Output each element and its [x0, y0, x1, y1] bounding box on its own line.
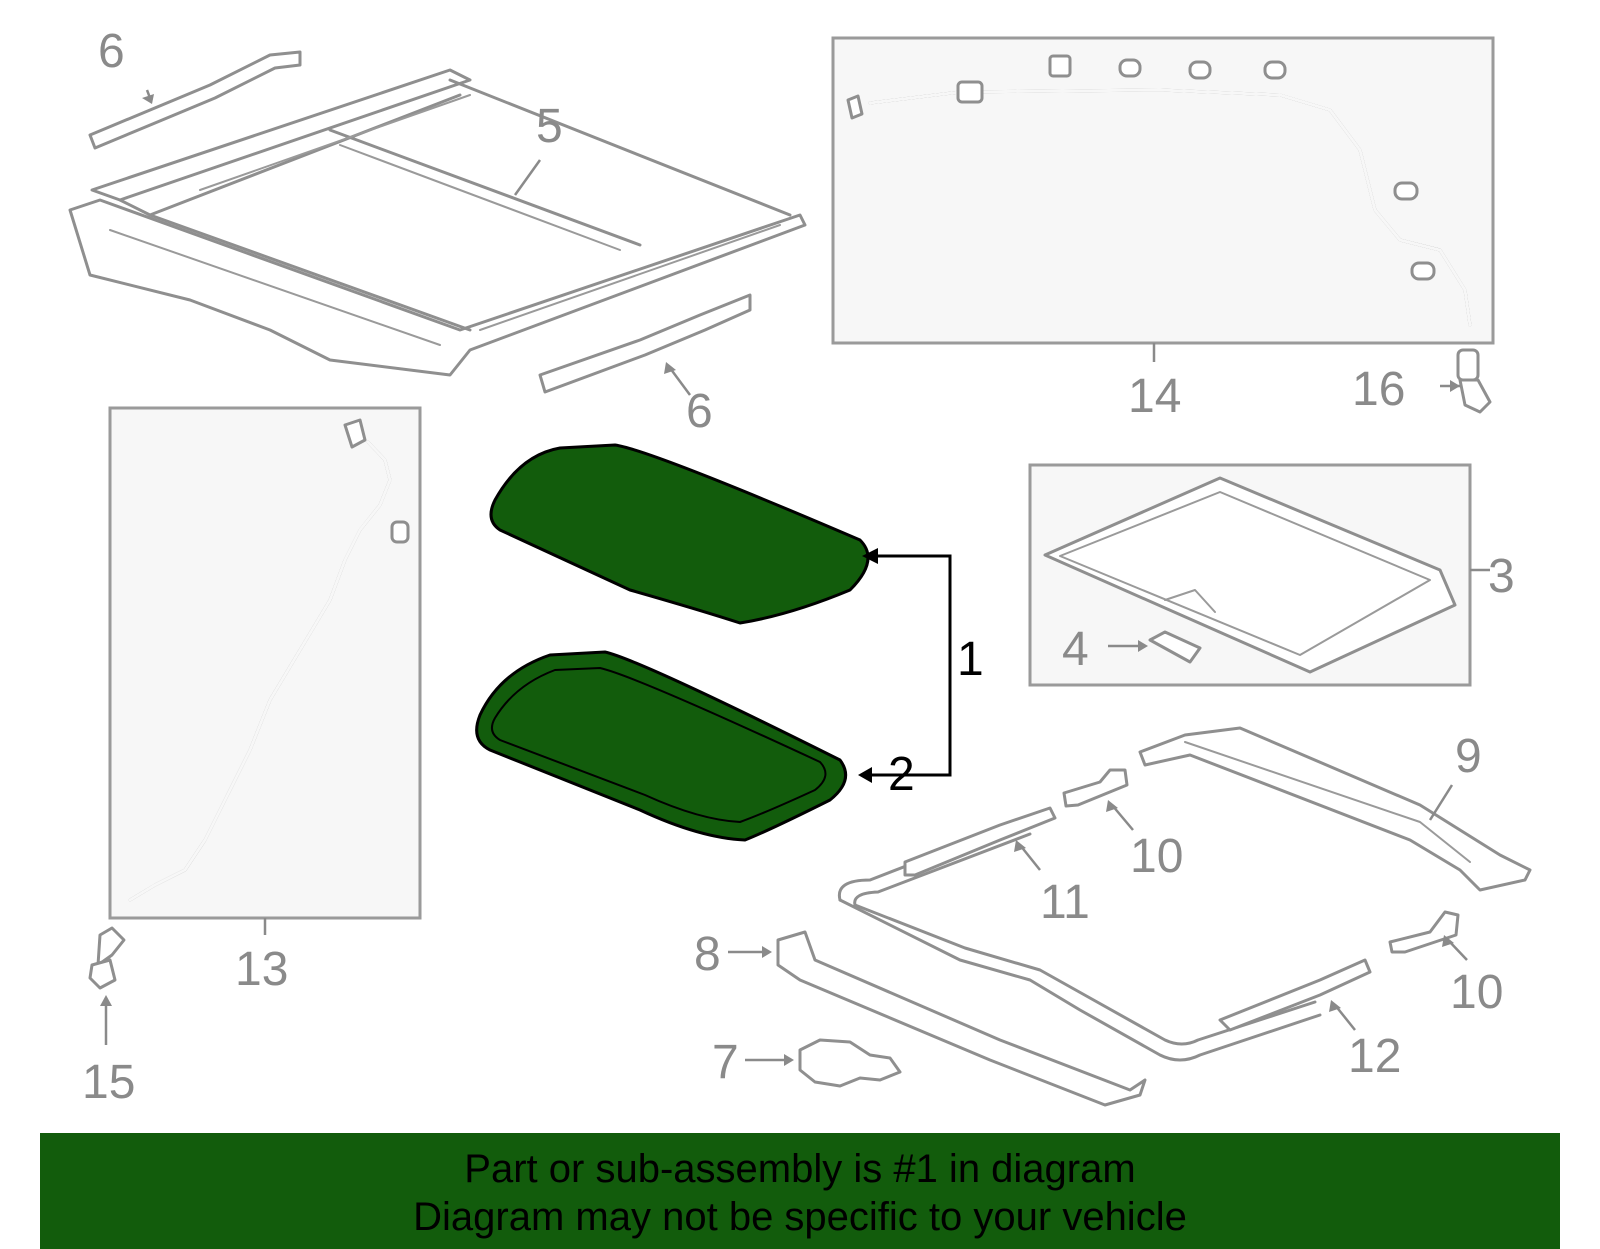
callout-15: 15	[82, 1056, 135, 1109]
front-guide-part-8[interactable]	[776, 930, 1147, 1107]
deflector-strip-part-6-bottom[interactable]	[538, 293, 752, 394]
deflector-strip-part-6-top[interactable]	[88, 50, 302, 150]
callout-2: 2	[888, 748, 915, 801]
sunroof-motor-part-7[interactable]	[798, 1038, 902, 1088]
rear-drain-hose-part-13[interactable]	[128, 418, 410, 902]
callout-12: 12	[1348, 1030, 1401, 1083]
callout-5: 5	[536, 100, 563, 153]
callout-8: 8	[694, 928, 721, 981]
sunshade-part-3[interactable]	[1043, 476, 1457, 674]
drain-hose-box-part-13	[108, 406, 422, 920]
drain-hose-connector-part-16[interactable]	[1456, 348, 1492, 414]
callout-7: 7	[712, 1036, 739, 1089]
sunshade-handle-part-4[interactable]	[1148, 630, 1202, 664]
front-drain-hose-part-14[interactable]	[846, 54, 1472, 327]
sunroof-frame-part-5[interactable]	[68, 68, 807, 377]
callout-13: 13	[235, 943, 288, 996]
sunroof-glass-part-1[interactable]	[489, 443, 870, 625]
drain-hose-connector-part-15[interactable]	[88, 926, 126, 990]
notice-banner: Part or sub-assembly is #1 in diagram Di…	[40, 1133, 1560, 1249]
callout-10-top: 10	[1130, 830, 1183, 883]
callout-3: 3	[1488, 550, 1515, 603]
callout-6-top: 6	[98, 25, 125, 78]
callout-9: 9	[1455, 730, 1482, 783]
sunroof-rail-assembly-part-9[interactable]	[837, 726, 1532, 1062]
callout-10-bottom: 10	[1450, 966, 1503, 1019]
callout-4: 4	[1062, 623, 1089, 676]
callout-11: 11	[1040, 876, 1090, 929]
callout-14: 14	[1128, 370, 1181, 423]
banner-line-1: Part or sub-assembly is #1 in diagram	[464, 1147, 1136, 1191]
callout-6-bottom: 6	[686, 385, 713, 438]
banner-line-2: Diagram may not be specific to your vehi…	[413, 1195, 1187, 1239]
callout-1: 1	[957, 633, 984, 686]
callout-16: 16	[1352, 363, 1405, 416]
glass-seal-part-2[interactable]	[475, 650, 848, 842]
